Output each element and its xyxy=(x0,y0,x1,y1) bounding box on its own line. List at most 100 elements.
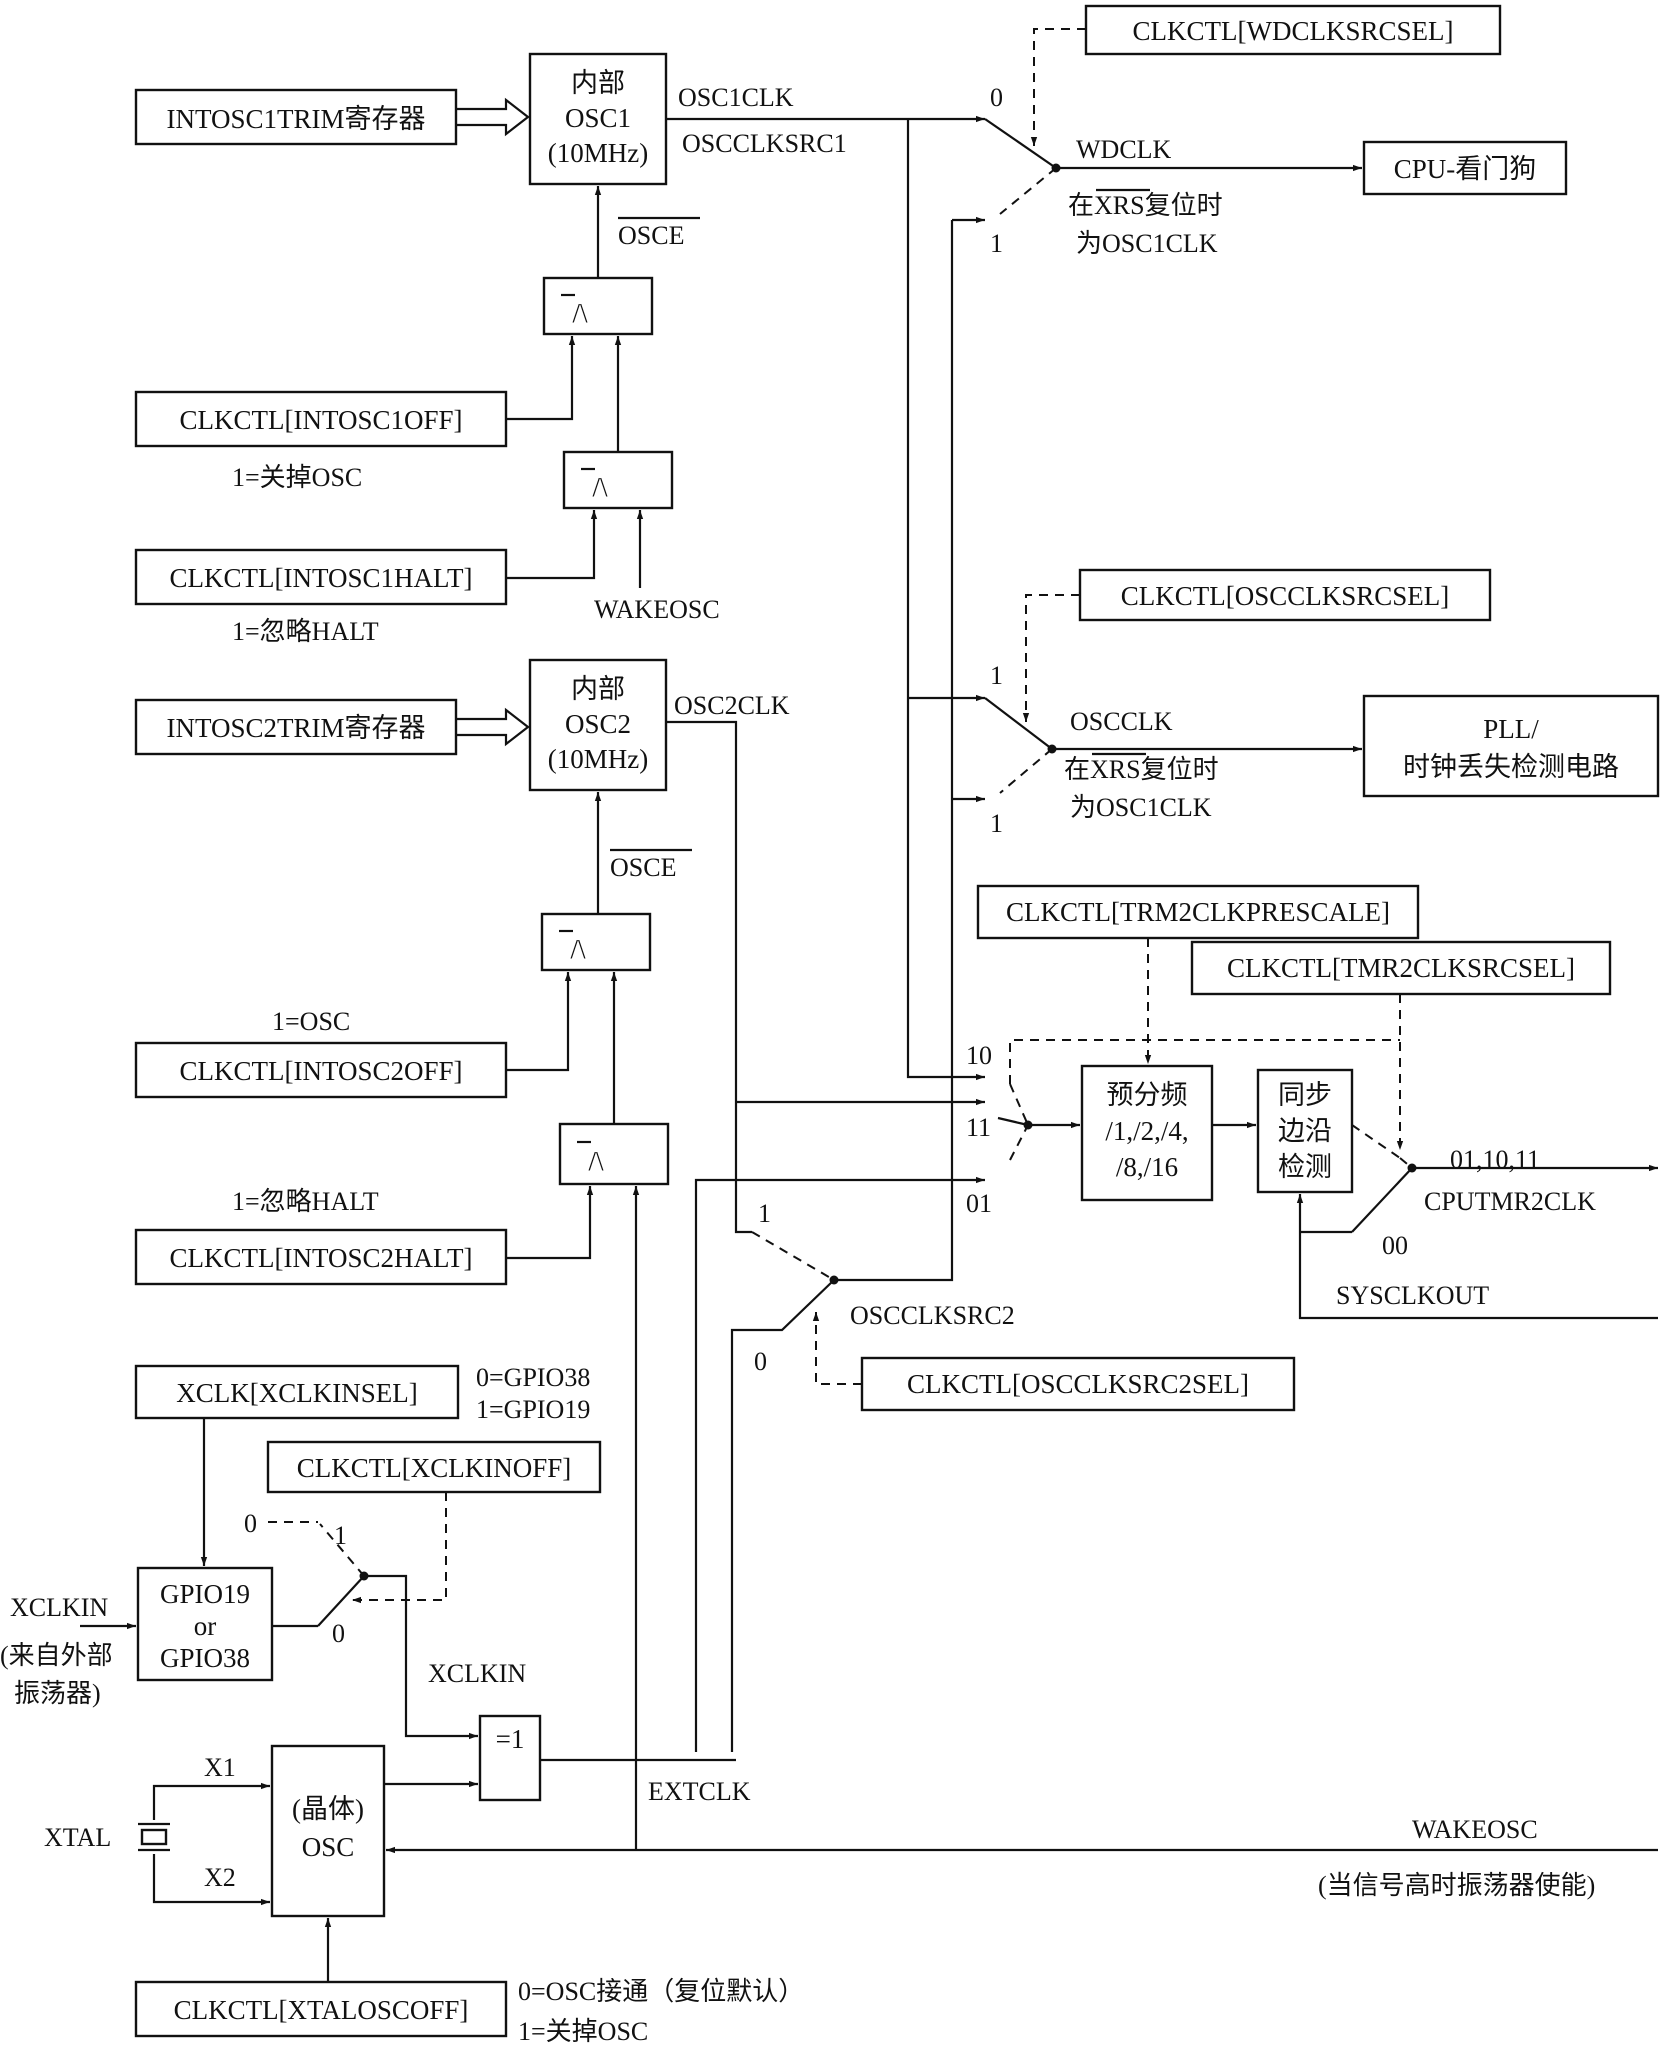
xtaloscoff-box: CLKCTL[XTALOSCOFF] xyxy=(134,1980,508,2038)
svg-text:CLKCTL[INTOSC2OFF]: CLKCTL[INTOSC2OFF] xyxy=(179,1056,462,1086)
gpio38-note: 0=GPIO38 xyxy=(476,1363,590,1392)
osc2clk-wire xyxy=(666,720,752,1234)
svg-text:CPU-看门狗: CPU-看门狗 xyxy=(1394,154,1537,184)
oscclksrc1-label: OSCCLKSRC1 xyxy=(682,129,847,158)
intosc2trim-register-box: INTOSC2TRIM寄存器 xyxy=(134,698,458,756)
crystal-symbol xyxy=(140,1828,168,1846)
x1-label: X1 xyxy=(204,1753,236,1782)
wd-reset-note-2: 为OSC1CLK xyxy=(1076,229,1218,258)
oscclksrcsel-dashed-wire xyxy=(1022,594,1080,722)
pll-box: PLL/ 时钟丢失检测电路 xyxy=(1362,694,1660,798)
cputmr2clk-label: CPUTMR2CLK xyxy=(1424,1187,1596,1216)
xtal-off-note-2: 1=关掉OSC xyxy=(518,2017,648,2046)
svg-text:CLKCTL[OSCCLKSRCSEL]: CLKCTL[OSCCLKSRCSEL] xyxy=(1121,581,1450,611)
sync-edge-detect-box: 同步 边沿 检测 xyxy=(1256,1068,1354,1194)
tmr-mux-blade xyxy=(997,1116,1029,1127)
tmr2clksrcsel-dashed-top xyxy=(1009,1039,1400,1084)
svg-text:PLL/: PLL/ xyxy=(1483,714,1539,744)
svg-text:INTOSC2TRIM寄存器: INTOSC2TRIM寄存器 xyxy=(166,713,425,743)
oscclksrc2-input1 xyxy=(751,1231,835,1281)
sysclkout-wire xyxy=(1296,1194,1658,1320)
oscclk-reset-note-2: 为OSC1CLK xyxy=(1070,793,1212,822)
mux-01-label: 01 xyxy=(966,1189,992,1218)
intosc1halt-wire xyxy=(506,510,598,580)
xtal-off-note-1: 0=OSC接通（复位默认） xyxy=(518,1977,804,2006)
trim2-hollow-arrow xyxy=(456,707,530,747)
xclkinoff-box: CLKCTL[XCLKINOFF] xyxy=(266,1440,602,1494)
xclkin-sw0-label: 0 xyxy=(332,1619,345,1648)
src2-1-label: 1 xyxy=(758,1199,771,1228)
gpio19-note: 1=GPIO19 xyxy=(476,1395,590,1424)
intosc2off-box: CLKCTL[INTOSC2OFF] xyxy=(134,1041,508,1099)
svg-text:(10MHz): (10MHz) xyxy=(548,744,648,774)
osc1clk-trunk xyxy=(906,119,985,1081)
trm2clkprescale-box: CLKCTL[TRM2CLKPRESCALE] xyxy=(976,884,1420,940)
xclkin-mid-label: XCLKIN xyxy=(428,1659,526,1688)
oscclk-mux-blade xyxy=(984,697,1053,750)
nand-gate-osc2-b: /\ xyxy=(558,1122,670,1186)
xclkin-input-label: XCLKIN xyxy=(10,1593,108,1622)
svg-text:OSC1: OSC1 xyxy=(565,103,631,133)
x1-wire xyxy=(152,1782,270,1820)
nand-gate-osc1-b: /\ xyxy=(562,450,674,510)
xclkin-switch-blade xyxy=(317,1575,365,1627)
svg-text:CLKCTL[INTOSC1OFF]: CLKCTL[INTOSC1OFF] xyxy=(179,405,462,435)
src2-0-label: 0 xyxy=(754,1347,767,1376)
extclk-label: EXTCLK xyxy=(648,1777,751,1806)
wd-in1-label: 1 xyxy=(990,229,1003,258)
wakeosc-note: (当信号高时振荡器使能) xyxy=(1318,1871,1595,1900)
svg-text:CLKCTL[XCLKINOFF]: CLKCTL[XCLKINOFF] xyxy=(297,1453,572,1483)
svg-text:(晶体): (晶体) xyxy=(292,1794,364,1824)
svg-text:时钟丢失检测电路: 时钟丢失检测电路 xyxy=(1403,752,1619,782)
xor-gate: =1 xyxy=(478,1714,542,1802)
osc2clk-label: OSC2CLK xyxy=(674,691,790,720)
wd-reset-note-1: 在XRS复位时 xyxy=(1068,191,1223,220)
xclkin-switch-dashed xyxy=(319,1523,365,1577)
svg-text:XCLK[XCLKINSEL]: XCLK[XCLKINSEL] xyxy=(176,1378,417,1408)
tmr-mux-dashed-a xyxy=(1009,1083,1029,1126)
wakeosc-bottom-label: WAKEOSC xyxy=(1412,1815,1538,1844)
sync-to-outmux-dashed xyxy=(1351,1124,1401,1159)
intosc1off-wire xyxy=(506,336,576,421)
osc1halt-note: 1=忽略HALT xyxy=(232,617,379,646)
sel-00-label: 00 xyxy=(1382,1231,1408,1260)
osce1-label: OSCE xyxy=(618,221,684,250)
extclk-to-timer-mux xyxy=(694,1176,985,1752)
svg-text:内部: 内部 xyxy=(571,674,625,704)
svg-text:CLKCTL[TRM2CLKPRESCALE]: CLKCTL[TRM2CLKPRESCALE] xyxy=(1006,897,1390,927)
svg-text:/8,/16: /8,/16 xyxy=(1116,1152,1178,1182)
wd-mux-dashed-blade xyxy=(999,167,1057,215)
intosc1halt-box: CLKCTL[INTOSC1HALT] xyxy=(134,548,508,606)
tmr2clksrcsel-box: CLKCTL[TMR2CLKSRCSEL] xyxy=(1190,940,1612,996)
svg-text:/\: /\ xyxy=(588,1146,604,1176)
oscclksrc2-input0 xyxy=(730,1279,835,1752)
intosc1trim-register-box: INTOSC1TRIM寄存器 xyxy=(134,88,458,146)
svg-text:/\: /\ xyxy=(592,472,608,502)
x2-label: X2 xyxy=(204,1863,236,1892)
svg-text:边沿: 边沿 xyxy=(1278,1116,1332,1146)
sysclkout-label: SYSCLKOUT xyxy=(1336,1281,1489,1310)
cpu-watchdog-box: CPU-看门狗 xyxy=(1362,140,1568,196)
internal-osc1-box: 内部 OSC1 (10MHz) xyxy=(528,52,668,186)
osc1clk-label: OSC1CLK xyxy=(678,83,794,112)
intosc2off-wire xyxy=(506,972,572,1072)
svg-text:/1,/2,/4,: /1,/2,/4, xyxy=(1105,1116,1188,1146)
oscclksrc2-label: OSCCLKSRC2 xyxy=(850,1301,1015,1330)
svg-text:CLKCTL[TMR2CLKSRCSEL]: CLKCTL[TMR2CLKSRCSEL] xyxy=(1227,953,1575,983)
xtal-label: XTAL xyxy=(44,1823,111,1852)
xclkinoff-dashed-wire xyxy=(352,1492,447,1604)
oscclksrc2sel-box: CLKCTL[OSCCLKSRC2SEL] xyxy=(860,1356,1296,1412)
svg-text:CLKCTL[WDCLKSRCSEL]: CLKCTL[WDCLKSRCSEL] xyxy=(1133,16,1454,46)
xclkin-sw0-left-label: 0 xyxy=(244,1509,257,1538)
svg-text:INTOSC1TRIM寄存器: INTOSC1TRIM寄存器 xyxy=(166,104,425,134)
intosc1off-box: CLKCTL[INTOSC1OFF] xyxy=(134,390,508,448)
switch-to-xor-wire xyxy=(364,1574,478,1740)
intosc2halt-box: CLKCTL[INTOSC2HALT] xyxy=(134,1228,508,1286)
osc2off-note: 1=OSC xyxy=(272,1007,350,1036)
svg-text:=1: =1 xyxy=(496,1724,525,1754)
osce2-label: OSCE xyxy=(610,853,676,882)
oscclk-reset-note-1: 在XRS复位时 xyxy=(1064,755,1219,784)
internal-osc2-box: 内部 OSC2 (10MHz) xyxy=(528,658,668,792)
xclkin-source-note-1: (来自外部 xyxy=(0,1641,113,1670)
